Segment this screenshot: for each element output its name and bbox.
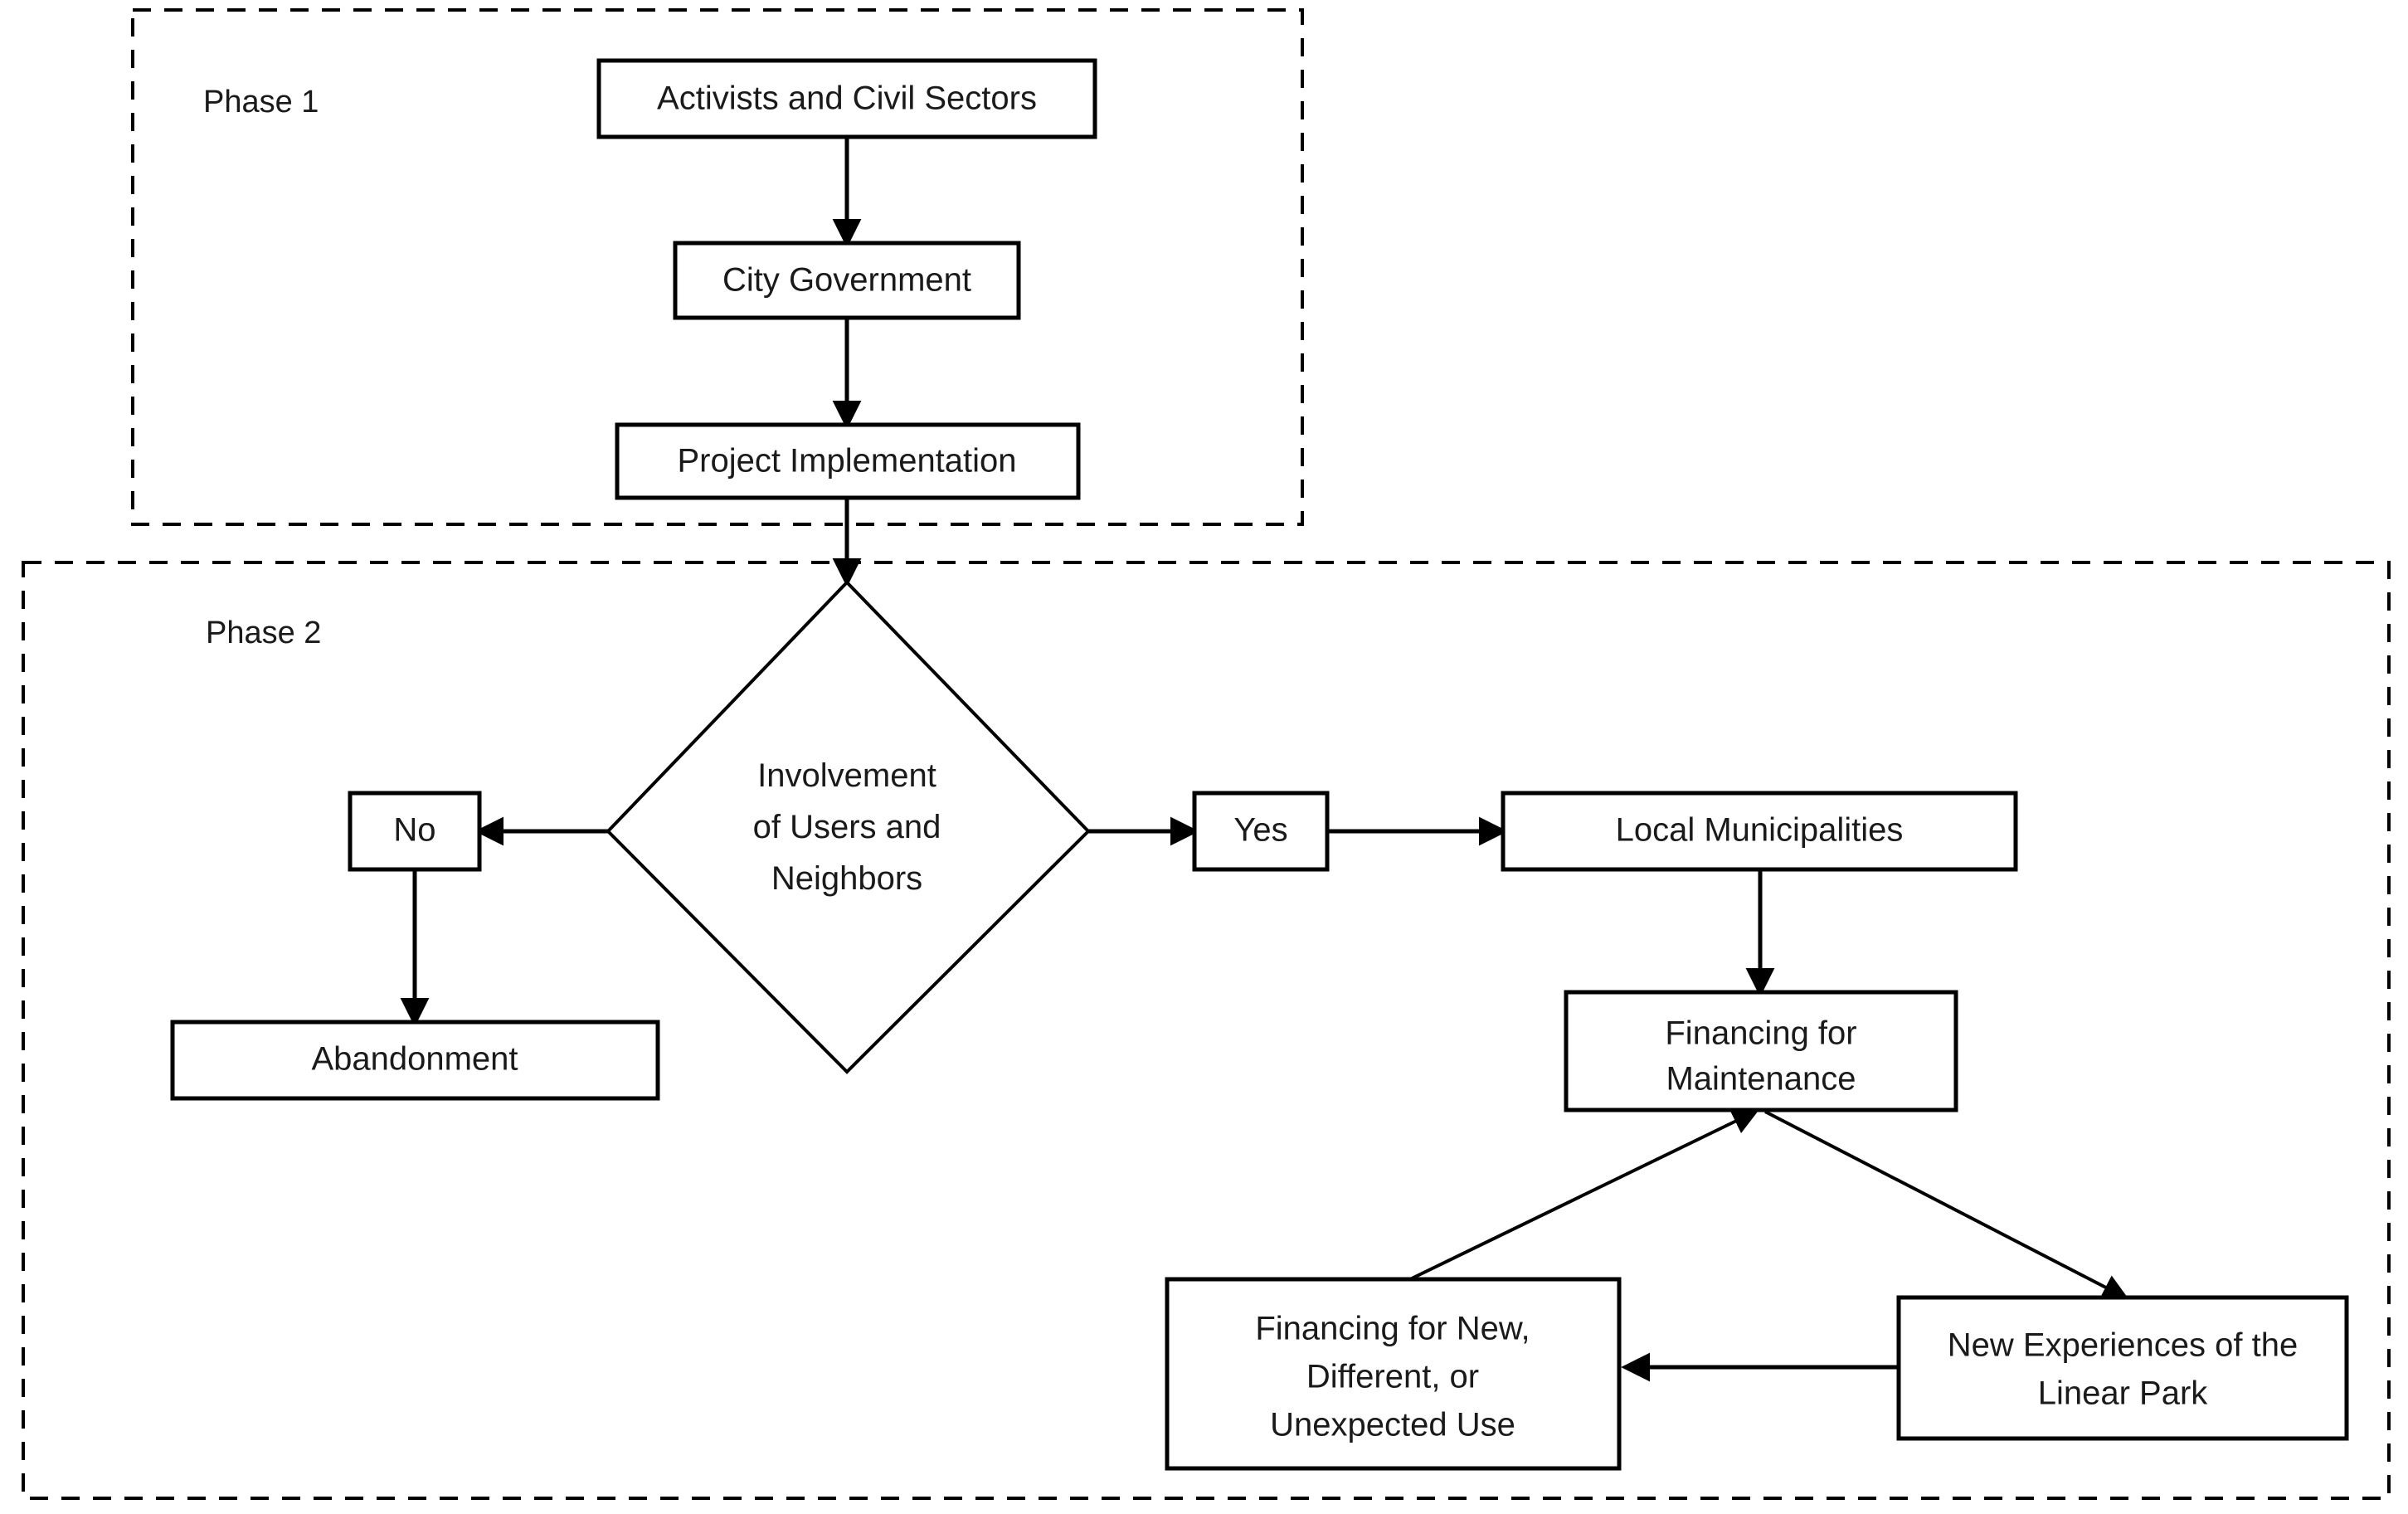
node-label-involvement-line-3: Neighbors — [771, 860, 922, 897]
phase-1-container — [131, 8, 1304, 526]
node-label-abandonment: Abandonment — [311, 1041, 518, 1078]
node-involvement-decision[interactable]: Involvement of Users and Neighbors — [606, 580, 1091, 1074]
phase-1-label: Phase 1 — [203, 85, 319, 119]
node-financing-for-new-use[interactable]: Financing for New, Different, or Unexpec… — [1165, 1277, 1622, 1471]
node-financing-for-maintenance[interactable]: Financing for Maintenance — [1564, 990, 1958, 1112]
node-local-municipalities[interactable]: Local Municipalities — [1501, 791, 2018, 872]
edge-financing-new-use-to-financing-maintenance — [1409, 1109, 1759, 1281]
node-label-financing-new-use-line-2: Different, or — [1306, 1359, 1479, 1395]
node-label-involvement-line-2: of Users and — [753, 809, 941, 845]
node-label-yes: Yes — [1233, 812, 1287, 849]
node-yes[interactable]: Yes — [1192, 791, 1330, 872]
node-label-involvement-line-1: Involvement — [757, 757, 936, 794]
node-label-financing-maintenance-line-2: Maintenance — [1666, 1061, 1856, 1098]
node-label-financing-new-use-line-3: Unexpected Use — [1270, 1407, 1515, 1443]
node-label-activists: Activists and Civil Sectors — [657, 80, 1037, 117]
node-label-financing-maintenance-line-1: Financing for — [1665, 1015, 1856, 1052]
node-label-city-government: City Government — [722, 262, 971, 299]
node-label-new-experiences-line-1: New Experiences of the — [1948, 1327, 2298, 1364]
node-label-new-experiences-line-2: Linear Park — [2038, 1375, 2209, 1412]
node-label-no: No — [393, 812, 435, 849]
node-activists-and-civil-sectors[interactable]: Activists and Civil Sectors — [596, 58, 1097, 139]
phase-2-container — [22, 561, 2391, 1500]
edge-financing-maintenance-to-new-experiences — [1764, 1110, 2129, 1300]
node-city-government[interactable]: City Government — [673, 241, 1021, 320]
phase-2-label: Phase 2 — [206, 616, 321, 650]
node-new-experiences-linear-park[interactable]: New Experiences of the Linear Park — [1896, 1295, 2349, 1441]
node-label-local-municipalities: Local Municipalities — [1616, 812, 1904, 849]
node-label-financing-new-use-line-1: Financing for New, — [1255, 1311, 1530, 1347]
node-label-project-implementation: Project Implementation — [677, 443, 1016, 480]
node-abandonment[interactable]: Abandonment — [170, 1020, 660, 1101]
node-project-implementation[interactable]: Project Implementation — [615, 422, 1081, 500]
node-no[interactable]: No — [348, 791, 482, 872]
